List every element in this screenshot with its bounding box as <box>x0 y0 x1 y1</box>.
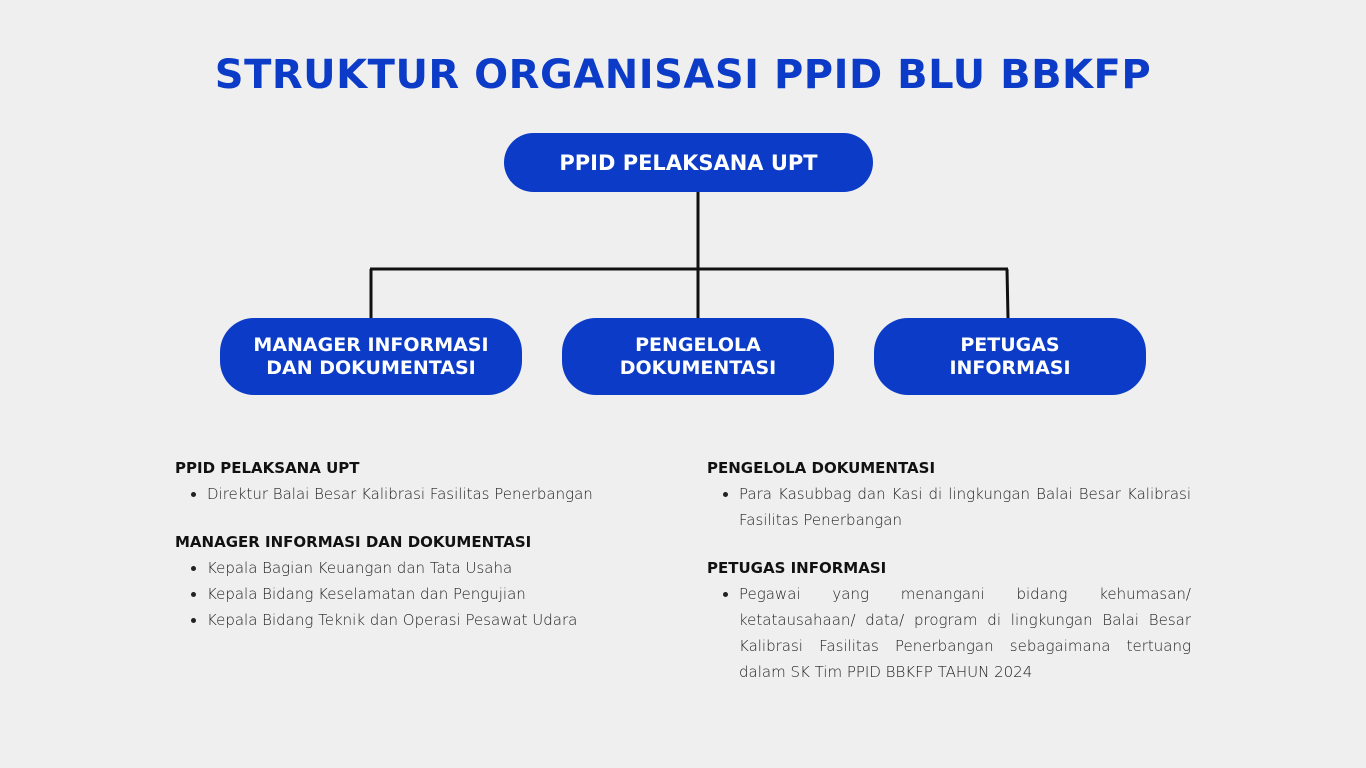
description-list: Para Kasubbag dan Kasi di lingkungan Bal… <box>707 481 1191 533</box>
description-heading: PENGELOLA DOKUMENTASI <box>707 459 936 477</box>
description-list: Kepala Bagian Keuangan dan Tata Usaha Ke… <box>175 555 645 633</box>
connector-petugas <box>1005 268 1010 319</box>
description-column-left: PPID PELAKSANA UPT Direktur Balai Besar … <box>175 459 645 659</box>
list-item: Kepala Bidang Teknik dan Operasi Pesawat… <box>207 607 645 633</box>
node-label: PPID PELAKSANA UPT <box>559 150 818 175</box>
description-column-right: PENGELOLA DOKUMENTASI Para Kasubbag dan … <box>707 459 1191 711</box>
description-pengelola: PENGELOLA DOKUMENTASI Para Kasubbag dan … <box>707 459 1191 533</box>
node-label-line: PETUGAS <box>960 333 1060 356</box>
description-heading: PETUGAS INFORMASI <box>707 559 887 577</box>
description-heading: MANAGER INFORMASI DAN DOKUMENTASI <box>175 533 532 551</box>
node-label-line: DOKUMENTASI <box>619 356 777 379</box>
description-ppid: PPID PELAKSANA UPT Direktur Balai Besar … <box>175 459 645 507</box>
list-item: Kepala Bidang Keselamatan dan Pengujian <box>207 581 645 607</box>
list-item: Pegawai yang menangani bidang kehumasan/… <box>739 581 1191 685</box>
description-manager: MANAGER INFORMASI DAN DOKUMENTASI Kepala… <box>175 533 645 633</box>
list-item: Para Kasubbag dan Kasi di lingkungan Bal… <box>739 481 1191 533</box>
node-label-line: MANAGER INFORMASI <box>253 333 489 356</box>
description-list: Direktur Balai Besar Kalibrasi Fasilitas… <box>175 481 645 507</box>
list-item: Kepala Bagian Keuangan dan Tata Usaha <box>207 555 645 581</box>
description-petugas: PETUGAS INFORMASI Pegawai yang menangani… <box>707 559 1191 685</box>
page-title: STRUKTUR ORGANISASI PPID BLU BBKFP <box>214 52 1152 98</box>
node-label-line: INFORMASI <box>949 356 1071 379</box>
list-item: Direktur Balai Besar Kalibrasi Fasilitas… <box>207 481 645 507</box>
node-manager-informasi: MANAGER INFORMASI DAN DOKUMENTASI <box>220 318 522 395</box>
description-list: Pegawai yang menangani bidang kehumasan/… <box>707 581 1191 685</box>
node-pengelola-dokumentasi: PENGELOLA DOKUMENTASI <box>562 318 834 395</box>
node-ppid-pelaksana-upt: PPID PELAKSANA UPT <box>504 133 873 192</box>
description-heading: PPID PELAKSANA UPT <box>175 459 360 477</box>
node-label-line: PENGELOLA <box>635 333 761 356</box>
node-petugas-informasi: PETUGAS INFORMASI <box>874 318 1146 395</box>
node-label-line: DAN DOKUMENTASI <box>266 356 476 379</box>
